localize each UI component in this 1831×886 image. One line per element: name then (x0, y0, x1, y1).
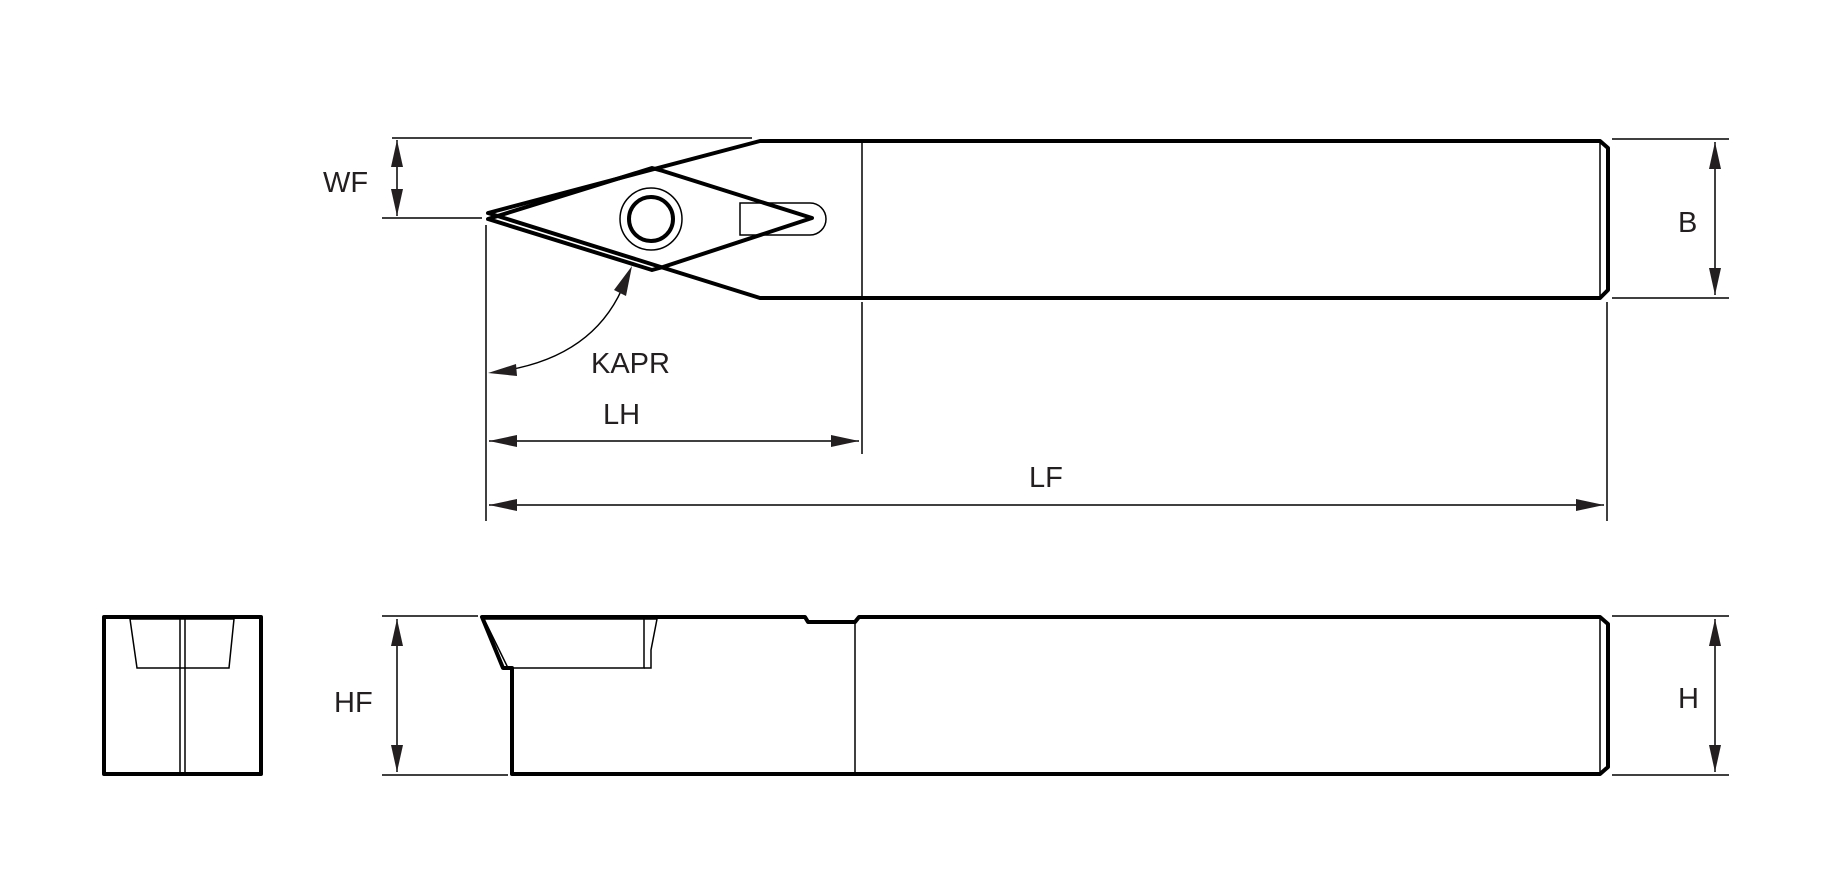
lh-arrow-left (489, 435, 517, 447)
h-arrow-down (1709, 745, 1721, 772)
wf-label: WF (323, 167, 368, 199)
b-label: B (1678, 207, 1697, 239)
kapr-label: KAPR (591, 348, 670, 380)
hf-arrow-up (391, 619, 403, 646)
kapr-arrow-left (488, 364, 517, 376)
top-view: WF B KAPR LH LF (323, 137, 1729, 521)
end-view (102, 615, 263, 776)
wf-arrow-down (391, 189, 403, 216)
insert-hole-screw (627, 195, 675, 243)
b-arrow-down (1709, 268, 1721, 295)
wf-arrow-up (391, 140, 403, 167)
top-clamp-slot (739, 202, 827, 236)
top-shank-body (486, 139, 1610, 300)
side-insert (482, 618, 645, 669)
lf-arrow-right (1576, 499, 1604, 511)
lf-arrow-left (489, 499, 517, 511)
side-view: HF H (334, 615, 1729, 776)
side-shank-body (480, 615, 1610, 776)
side-insert-seat (644, 618, 658, 669)
hf-arrow-down (391, 745, 403, 772)
h-label: H (1678, 683, 1699, 715)
top-insert (486, 166, 814, 272)
h-arrow-up (1709, 619, 1721, 646)
lh-label: LH (603, 399, 640, 431)
end-view-insert (129, 618, 235, 669)
lh-arrow-right (831, 435, 859, 447)
insert-hole-outer (619, 187, 683, 251)
kapr-arrow-up (614, 266, 632, 296)
hf-label: HF (334, 687, 373, 719)
b-arrow-up (1709, 142, 1721, 169)
lf-label: LF (1029, 462, 1063, 494)
end-view-body (102, 615, 263, 776)
